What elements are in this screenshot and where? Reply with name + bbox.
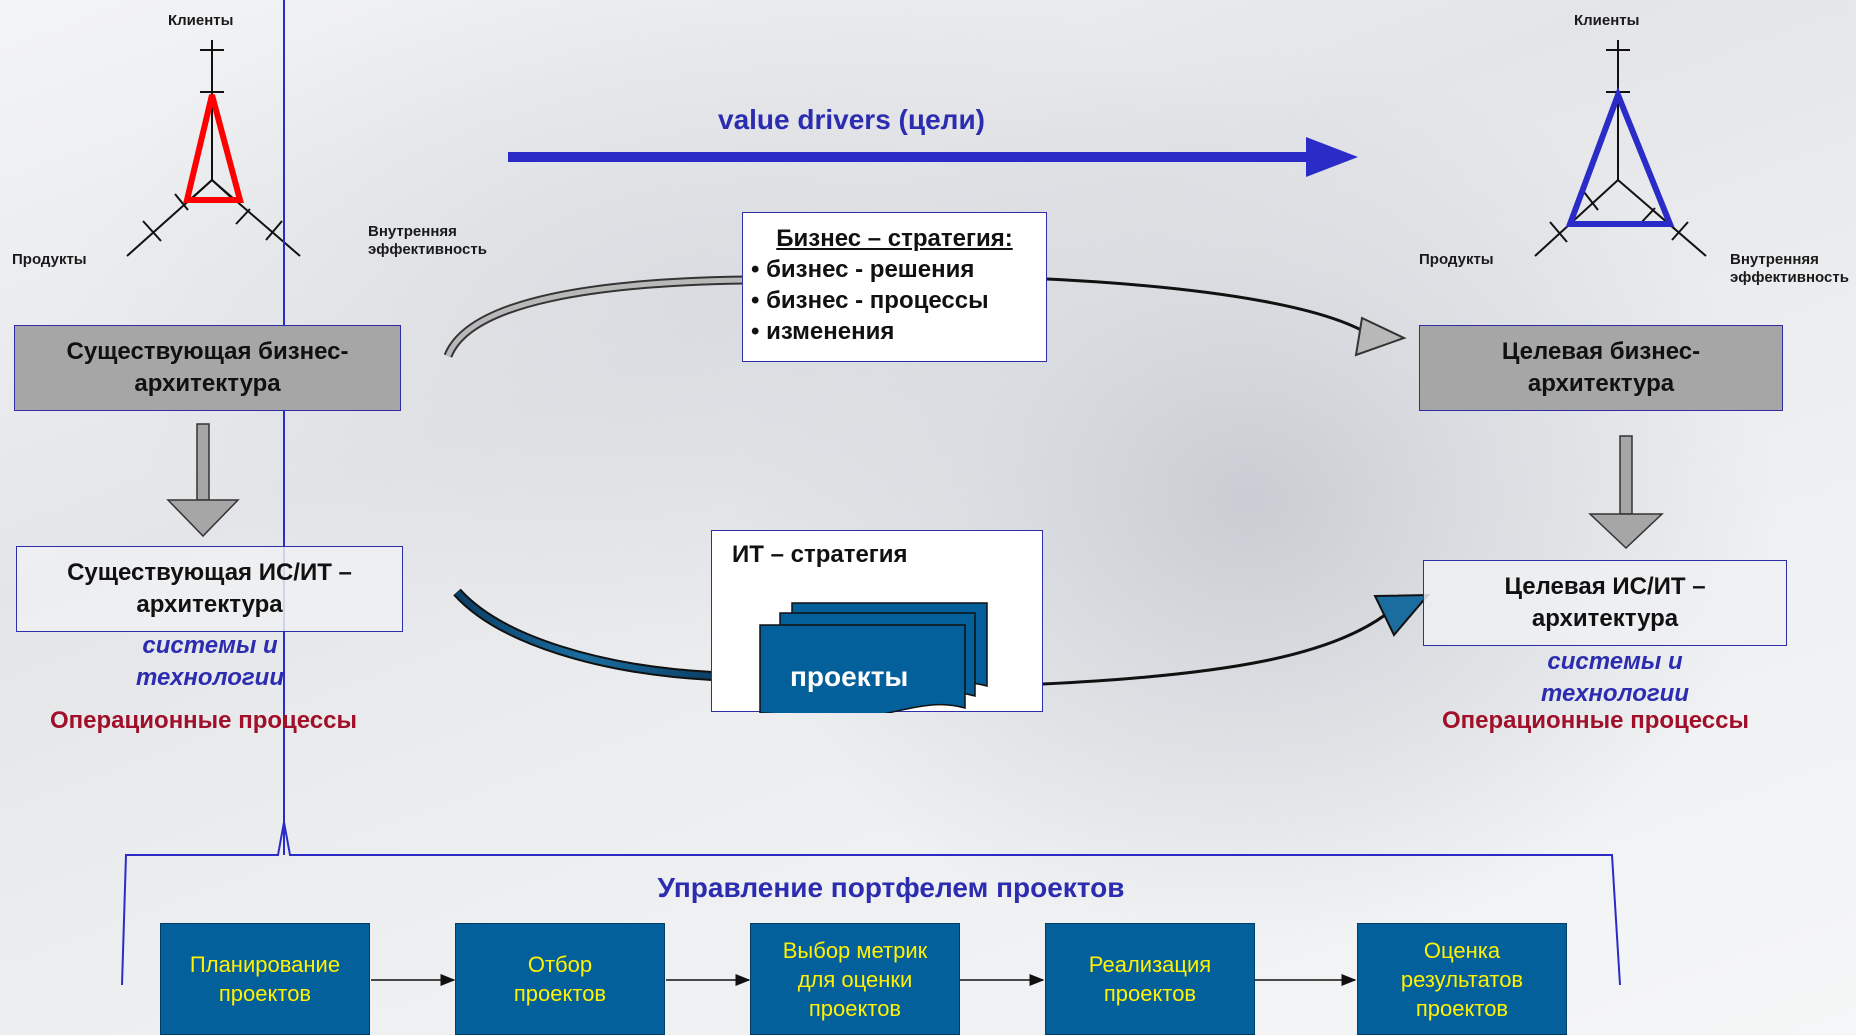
projects-label: проекты [790, 661, 909, 692]
left-top-label: Клиенты [168, 12, 234, 29]
it-strategy-curve [453, 588, 1431, 686]
left-right-label: Внутренняя эффективность [368, 223, 487, 258]
target-is-it-architecture: Целевая ИС/ИТ – архитектура [1423, 560, 1787, 646]
right-triangle-diagram [1534, 40, 1707, 257]
it-strategy-box: ИТ – стратегия проекты [711, 530, 1043, 713]
left-triangle-diagram [126, 40, 301, 257]
process-step-label: Отбор проектов [513, 952, 607, 1006]
process-step-metrics: Выбор метрик для оценки проектов [750, 923, 960, 1035]
right-top-label: Клиенты [1574, 12, 1640, 29]
business-strategy-item: • бизнес - решения [751, 256, 975, 283]
process-step-planning: Планирование проектов [160, 923, 370, 1035]
right-triangle-blue [1565, 86, 1675, 227]
value-drivers-arrow [508, 137, 1358, 177]
right-down-arrow [1588, 435, 1664, 550]
left-triangle-red [183, 94, 244, 203]
right-right-label: Внутренняя эффективность [1730, 251, 1849, 286]
it-strategy-title: ИТ – стратегия [732, 541, 908, 568]
target-business-architecture-text: Целевая бизнес-архитектура [1501, 338, 1701, 397]
process-step-label: Оценка результатов проектов [1400, 937, 1524, 1021]
right-operations-label: Операционные процессы [1442, 707, 1749, 734]
target-is-it-architecture-text: Целевая ИС/ИТ – архитектура [1504, 573, 1706, 632]
process-step-label: Планирование проектов [189, 952, 341, 1006]
business-strategy-curve [443, 275, 1407, 358]
business-strategy-box: Бизнес – стратегия: • бизнес - решения •… [742, 212, 1047, 362]
target-business-architecture: Целевая бизнес-архитектура [1419, 325, 1783, 411]
process-step-evaluation: Оценка результатов проектов [1357, 923, 1567, 1035]
business-strategy-item: • изменения [751, 318, 895, 345]
current-business-architecture-text: Существующая бизнес-архитектура [66, 338, 349, 397]
business-strategy-title: Бизнес – стратегия: [776, 225, 1013, 252]
projects-stack-icon [759, 602, 988, 713]
portfolio-bracket [121, 821, 1621, 986]
business-strategy-item: • бизнес - процессы [751, 287, 989, 314]
left-systems-label: системы и технологии [136, 632, 284, 691]
left-left-label: Продукты [12, 251, 87, 268]
right-left-label: Продукты [1419, 251, 1494, 268]
process-step-label: Реализация проектов [1088, 952, 1212, 1006]
right-systems-label: системы и технологии [1541, 648, 1689, 707]
left-down-arrow [166, 423, 240, 538]
process-step-selection: Отбор проектов [455, 923, 665, 1035]
current-is-it-architecture: Существующая ИС/ИТ – архитектура [16, 546, 403, 632]
left-operations-label: Операционные процессы [50, 707, 357, 734]
portfolio-title: Управление портфелем проектов [657, 872, 1125, 903]
process-step-label: Выбор метрик для оценки проектов [782, 937, 928, 1021]
current-is-it-architecture-text: Существующая ИС/ИТ – архитектура [67, 559, 352, 618]
value-drivers-label: value drivers (цели) [718, 104, 985, 135]
current-business-architecture: Существующая бизнес-архитектура [14, 325, 401, 411]
process-step-implementation: Реализация проектов [1045, 923, 1255, 1035]
